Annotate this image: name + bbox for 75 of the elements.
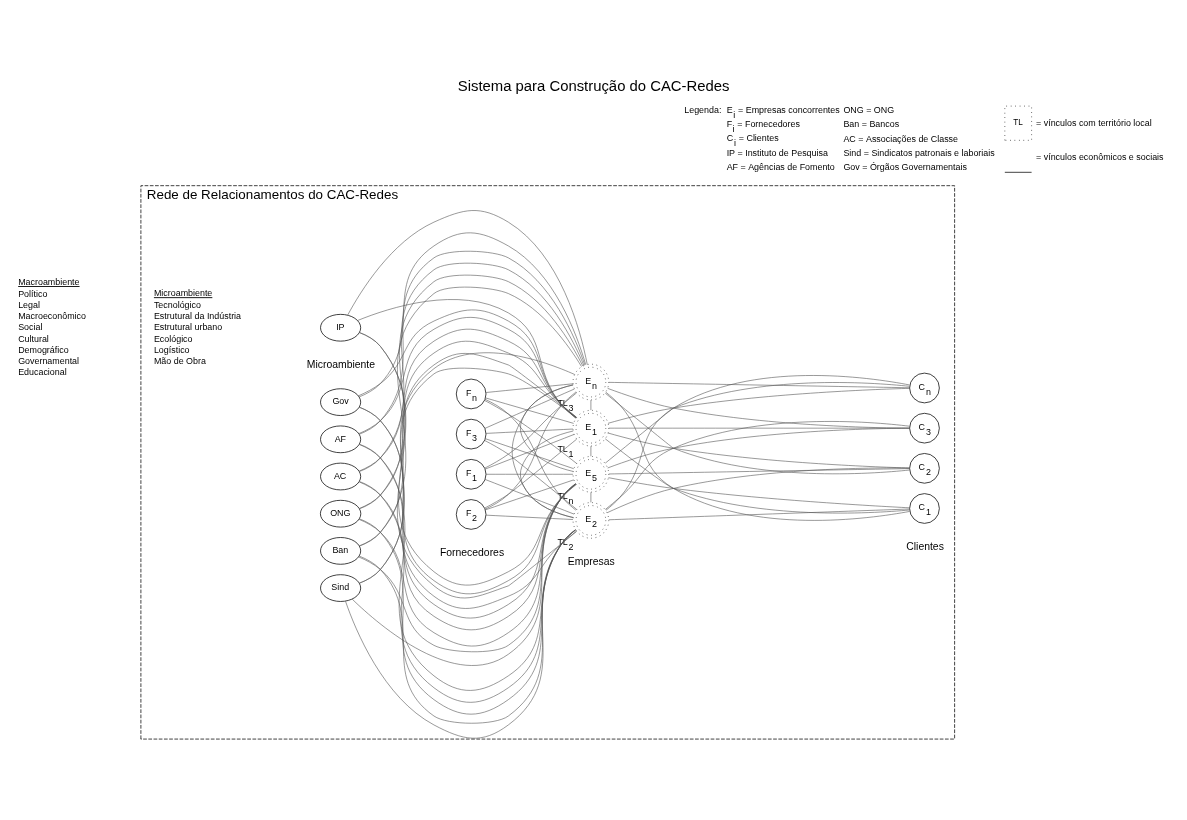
node-ellipse: AF — [320, 425, 362, 453]
legend-label: = vínculos econômicos e sociais — [1036, 151, 1164, 162]
node-ellipse: AC — [320, 462, 362, 490]
label: IP = Instituto de Pesquisa — [726, 147, 828, 158]
label: Empresas — [567, 555, 615, 567]
label: Legenda: — [684, 104, 722, 115]
node-ellipse: ONG — [320, 499, 362, 527]
label: Macroambiente — [18, 276, 80, 287]
node-ellipse: IP — [320, 313, 362, 341]
label: Demográfico — [18, 344, 69, 355]
connector — [608, 427, 910, 428]
label: TL — [1013, 117, 1023, 127]
label: Estrutural da Indústria — [153, 310, 242, 321]
label: AC = Associações de Classe — [843, 133, 959, 143]
connector — [358, 352, 577, 546]
connector — [359, 443, 576, 691]
label: Governamental — [18, 355, 80, 366]
connector — [359, 262, 585, 472]
node-ellipse: Gov — [320, 387, 362, 416]
label: Ecológico — [153, 333, 193, 344]
label: Educacional — [18, 366, 67, 377]
label: Fornecedores — [439, 546, 505, 558]
connector — [485, 397, 574, 424]
label: Microambiente — [153, 287, 213, 298]
label: Político — [18, 288, 48, 299]
label: Gov = Órgãos Governamentais — [843, 161, 967, 172]
connector — [608, 508, 910, 520]
label: Legal — [18, 299, 40, 310]
connector — [358, 316, 577, 434]
connector — [511, 384, 574, 518]
connector — [358, 328, 577, 471]
label: Clientes — [906, 540, 944, 552]
connector — [605, 420, 910, 510]
label: Social — [18, 321, 43, 332]
connector — [605, 392, 910, 474]
label: Ban = Bancos — [843, 118, 900, 129]
connector — [605, 374, 910, 511]
label: Macroeconômico — [18, 310, 86, 321]
connector — [608, 381, 910, 388]
connector — [347, 209, 588, 365]
label: Estrutural urbano — [153, 321, 223, 332]
connector — [485, 382, 574, 393]
connector — [359, 274, 584, 509]
label: Logístico — [153, 344, 190, 355]
connector — [604, 438, 910, 513]
connector — [520, 384, 574, 472]
connector — [605, 381, 910, 463]
connector — [590, 445, 592, 457]
connector — [359, 443, 577, 618]
label: AF = Agências de Fomento — [726, 161, 835, 172]
label: Mão de Obra — [153, 355, 206, 366]
connector — [590, 399, 592, 410]
connector — [485, 473, 574, 475]
label: Microambiente — [306, 358, 376, 370]
connector — [605, 391, 911, 521]
node-ellipse: Ban — [320, 536, 362, 565]
connector — [485, 514, 574, 520]
connector — [608, 476, 910, 508]
connector — [359, 340, 577, 509]
connector — [359, 286, 582, 546]
diagram-title: Sistema para Construção do CAC-Redes — [457, 77, 730, 94]
connector — [590, 491, 592, 503]
connector — [606, 467, 910, 513]
node-ellipse: Sind — [320, 573, 362, 602]
label: Sind = Sindicatos patronais e laboriais — [843, 147, 995, 158]
legend-label: = vínculos com território local — [1036, 117, 1152, 128]
label: ONG = ONG — [843, 104, 895, 115]
connector — [359, 480, 576, 703]
connector — [358, 232, 587, 397]
connector — [485, 428, 574, 434]
label: Cultural — [18, 333, 49, 344]
connector — [484, 388, 575, 429]
label: Tecnológico — [153, 299, 201, 310]
connector — [358, 250, 586, 435]
connector — [608, 467, 910, 474]
